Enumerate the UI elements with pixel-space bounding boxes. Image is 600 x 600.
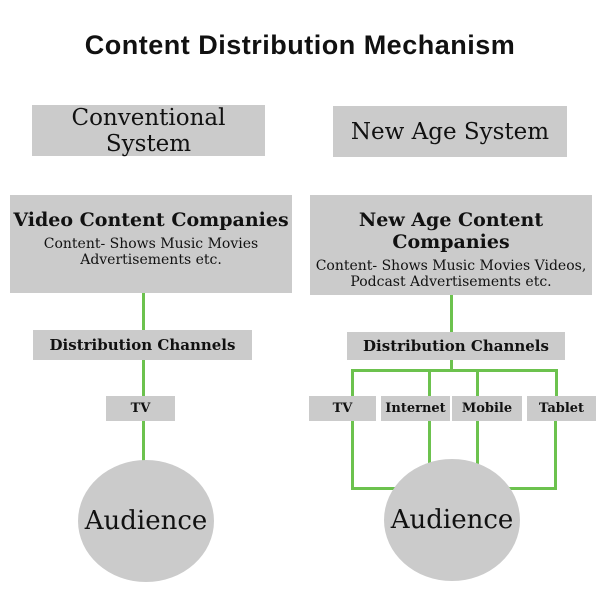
connector-split-to-tablet: [555, 369, 558, 396]
connector-channels-to-split-right: [450, 360, 453, 371]
device-box-internet: Internet: [381, 396, 450, 421]
connector-company-to-channels-right: [450, 295, 453, 332]
company-subtitle-right-line1: Content- Shows Music Movies Videos,: [315, 258, 587, 274]
device-box-tv-right: TV: [309, 396, 376, 421]
company-subtitle-left-line2: Advertisements etc.: [80, 252, 222, 268]
connector-company-to-channels-left: [142, 293, 145, 331]
header-box-new-age-system: New Age System: [333, 106, 567, 157]
header-box-conventional-system: Conventional System: [32, 105, 265, 157]
connector-split-horizontal-right: [351, 369, 558, 372]
company-subtitle-right-line2: Podcast Advertisements etc.: [350, 274, 552, 290]
connector-split-to-mobile: [476, 369, 479, 396]
connector-internet-to-audience: [428, 421, 431, 469]
device-box-tv-left: TV: [106, 396, 175, 421]
connector-tablet-to-audience-vertical: [554, 421, 557, 490]
connector-split-to-internet: [428, 369, 431, 396]
company-title-right: New Age Content Companies: [358, 209, 544, 253]
device-box-tablet: Tablet: [527, 396, 596, 421]
company-title-left: Video Content Companies: [13, 209, 289, 231]
company-box-right: New Age Content Companies Content- Shows…: [310, 195, 592, 295]
distribution-channels-box-left: Distribution Channels: [33, 330, 252, 360]
device-box-mobile: Mobile: [452, 396, 522, 421]
company-subtitle-left-line1: Content- Shows Music Movies: [43, 236, 259, 252]
connector-tv-to-audience-right-vertical: [351, 421, 354, 490]
connector-mobile-to-audience: [476, 421, 479, 469]
audience-circle-left: Audience: [78, 460, 214, 582]
audience-circle-right: Audience: [384, 459, 520, 581]
company-box-left: Video Content Companies Content- Shows M…: [10, 195, 292, 293]
connector-tv-to-audience-left: [142, 421, 145, 463]
page-title: Content Distribution Mechanism: [84, 30, 516, 60]
distribution-channels-box-right: Distribution Channels: [347, 332, 565, 360]
connector-split-to-tv-right: [351, 369, 354, 396]
connector-channels-to-tv-left: [142, 360, 145, 396]
